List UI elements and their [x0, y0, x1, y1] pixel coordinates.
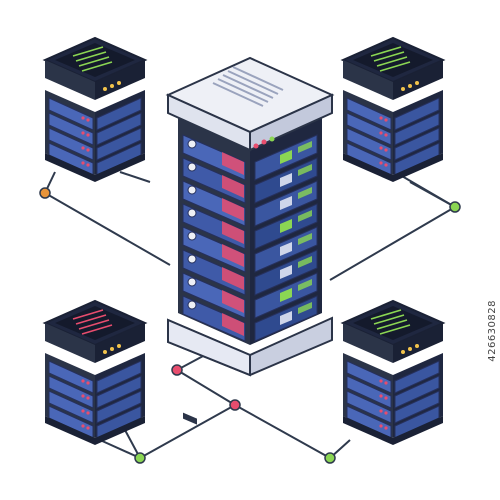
network-node-icon — [39, 187, 51, 199]
network-node-icon — [324, 452, 336, 464]
database-server-icon — [340, 299, 446, 445]
stock-id-watermark: 426630828 — [487, 300, 498, 362]
database-server-icon — [42, 299, 148, 445]
database-server-icon — [42, 36, 148, 182]
network-node-icon — [449, 201, 461, 213]
database-server-icon — [340, 36, 446, 182]
network-node-icon — [171, 364, 183, 376]
network-node-icon — [134, 452, 146, 464]
network-node-icon — [229, 399, 241, 411]
server-rack-icon — [165, 56, 335, 425]
